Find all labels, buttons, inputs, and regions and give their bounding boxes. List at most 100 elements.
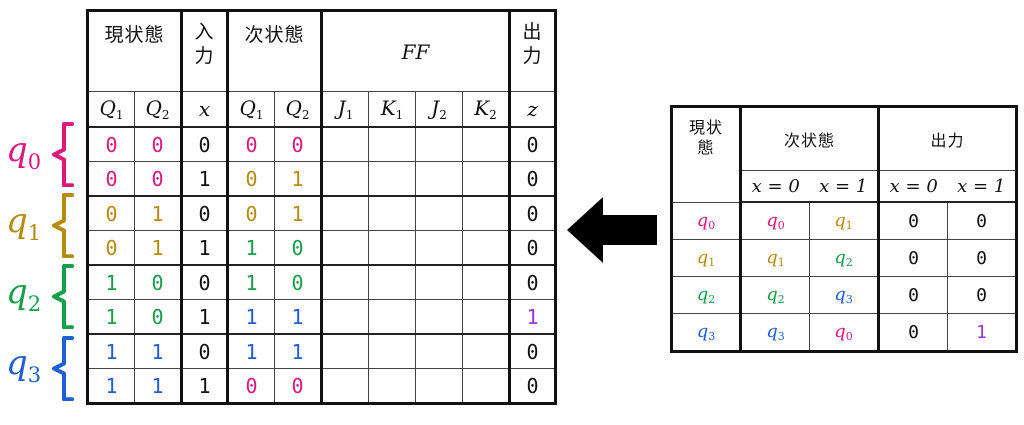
subheader-cell: Q1 — [226, 91, 275, 128]
cell-n2: 1 — [274, 161, 322, 197]
rt-cell-state: q1 — [671, 239, 741, 277]
cell-q1: 1 — [87, 368, 135, 405]
subheader-cell: K2 — [462, 91, 510, 128]
state-label-q3: q3 — [6, 343, 42, 388]
cell-x: 1 — [180, 299, 228, 335]
cell-q2: 1 — [134, 368, 182, 405]
cell-ff-empty — [462, 126, 510, 162]
header-output: 出力 — [508, 10, 556, 92]
cell-ff-empty — [320, 333, 369, 369]
header-input: 入力 — [180, 10, 228, 92]
subheader-cell: Q2 — [134, 91, 182, 128]
cell-n1: 0 — [226, 126, 275, 162]
cell-q1: 0 — [87, 195, 135, 231]
subheader-cell: K1 — [368, 91, 416, 128]
cell-ff-empty — [320, 264, 369, 300]
header-ff: FF — [320, 10, 510, 92]
cell-x: 1 — [180, 230, 228, 266]
cell-ff-empty — [462, 161, 510, 197]
subheader-cell: x — [180, 91, 228, 128]
cell-ff-empty — [320, 230, 369, 266]
cell-ff-empty — [368, 264, 416, 300]
cell-n1: 0 — [226, 195, 275, 231]
cell-ff-empty — [320, 195, 369, 231]
cell-n1: 1 — [226, 333, 275, 369]
cell-q1: 1 — [87, 299, 135, 335]
cell-ff-empty — [415, 299, 463, 335]
brace-icon — [52, 335, 74, 401]
cell-ff-empty — [462, 264, 510, 300]
rt-cell-out1: 1 — [947, 313, 1017, 352]
rt-subheader-next-x0: x = 0 — [739, 170, 810, 203]
rt-cell-out0: 0 — [877, 239, 948, 277]
rt-cell-out0: 0 — [877, 276, 948, 314]
cell-ff-empty — [415, 368, 463, 405]
rt-cell-out1: 0 — [947, 276, 1017, 314]
cell-x: 0 — [180, 264, 228, 300]
subheader-cell: Q1 — [87, 91, 135, 128]
cell-ff-empty — [415, 195, 463, 231]
cell-q2: 1 — [134, 333, 182, 369]
cell-q1: 1 — [87, 333, 135, 369]
brace-icon — [52, 122, 74, 187]
cell-z: 0 — [508, 230, 556, 266]
cell-z: 0 — [508, 264, 556, 300]
cell-z: 0 — [508, 333, 556, 369]
subheader-cell: Q2 — [274, 91, 322, 128]
cell-ff-empty — [368, 126, 416, 162]
cell-q1: 1 — [87, 264, 135, 300]
cell-n2: 0 — [274, 264, 322, 300]
rt-cell-next0: q0 — [739, 201, 810, 240]
cell-ff-empty — [368, 368, 416, 405]
rt-cell-state: q2 — [671, 276, 741, 314]
cell-q1: 0 — [87, 126, 135, 162]
cell-ff-empty — [320, 368, 369, 405]
cell-q2: 1 — [134, 195, 182, 231]
cell-q2: 0 — [134, 264, 182, 300]
cell-q2: 0 — [134, 299, 182, 335]
cell-x: 0 — [180, 195, 228, 231]
rt-cell-next1: q1 — [809, 201, 879, 240]
state-label-q1: q1 — [6, 200, 42, 245]
rt-header-output: 出力 — [877, 106, 1017, 171]
cell-ff-empty — [320, 299, 369, 335]
cell-ff-empty — [462, 299, 510, 335]
cell-z: 1 — [508, 299, 556, 335]
cell-x: 0 — [180, 126, 228, 162]
rt-cell-out1: 0 — [947, 239, 1017, 277]
cell-n2: 1 — [274, 299, 322, 335]
rt-subheader-out-x0: x = 0 — [877, 170, 948, 203]
cell-q1: 0 — [87, 230, 135, 266]
rt-cell-next0: q2 — [739, 276, 810, 314]
cell-x: 0 — [180, 333, 228, 369]
cell-ff-empty — [415, 161, 463, 197]
cell-ff-empty — [320, 161, 369, 197]
cell-x: 1 — [180, 368, 228, 405]
cell-ff-empty — [462, 333, 510, 369]
rt-cell-next1: q2 — [809, 239, 879, 277]
brace-icon — [52, 264, 74, 330]
rt-cell-state: q3 — [671, 313, 741, 352]
rt-cell-next0: q3 — [739, 313, 810, 352]
cell-ff-empty — [320, 126, 369, 162]
cell-q2: 0 — [134, 126, 182, 162]
cell-z: 0 — [508, 161, 556, 197]
rt-cell-out0: 0 — [877, 313, 948, 352]
cell-n2: 0 — [274, 368, 322, 405]
rt-header-current-state: 現状態 — [671, 106, 741, 203]
cell-n1: 0 — [226, 161, 275, 197]
cell-z: 0 — [508, 126, 556, 162]
rt-subheader-next-x1: x = 1 — [809, 170, 879, 203]
cell-ff-empty — [368, 161, 416, 197]
